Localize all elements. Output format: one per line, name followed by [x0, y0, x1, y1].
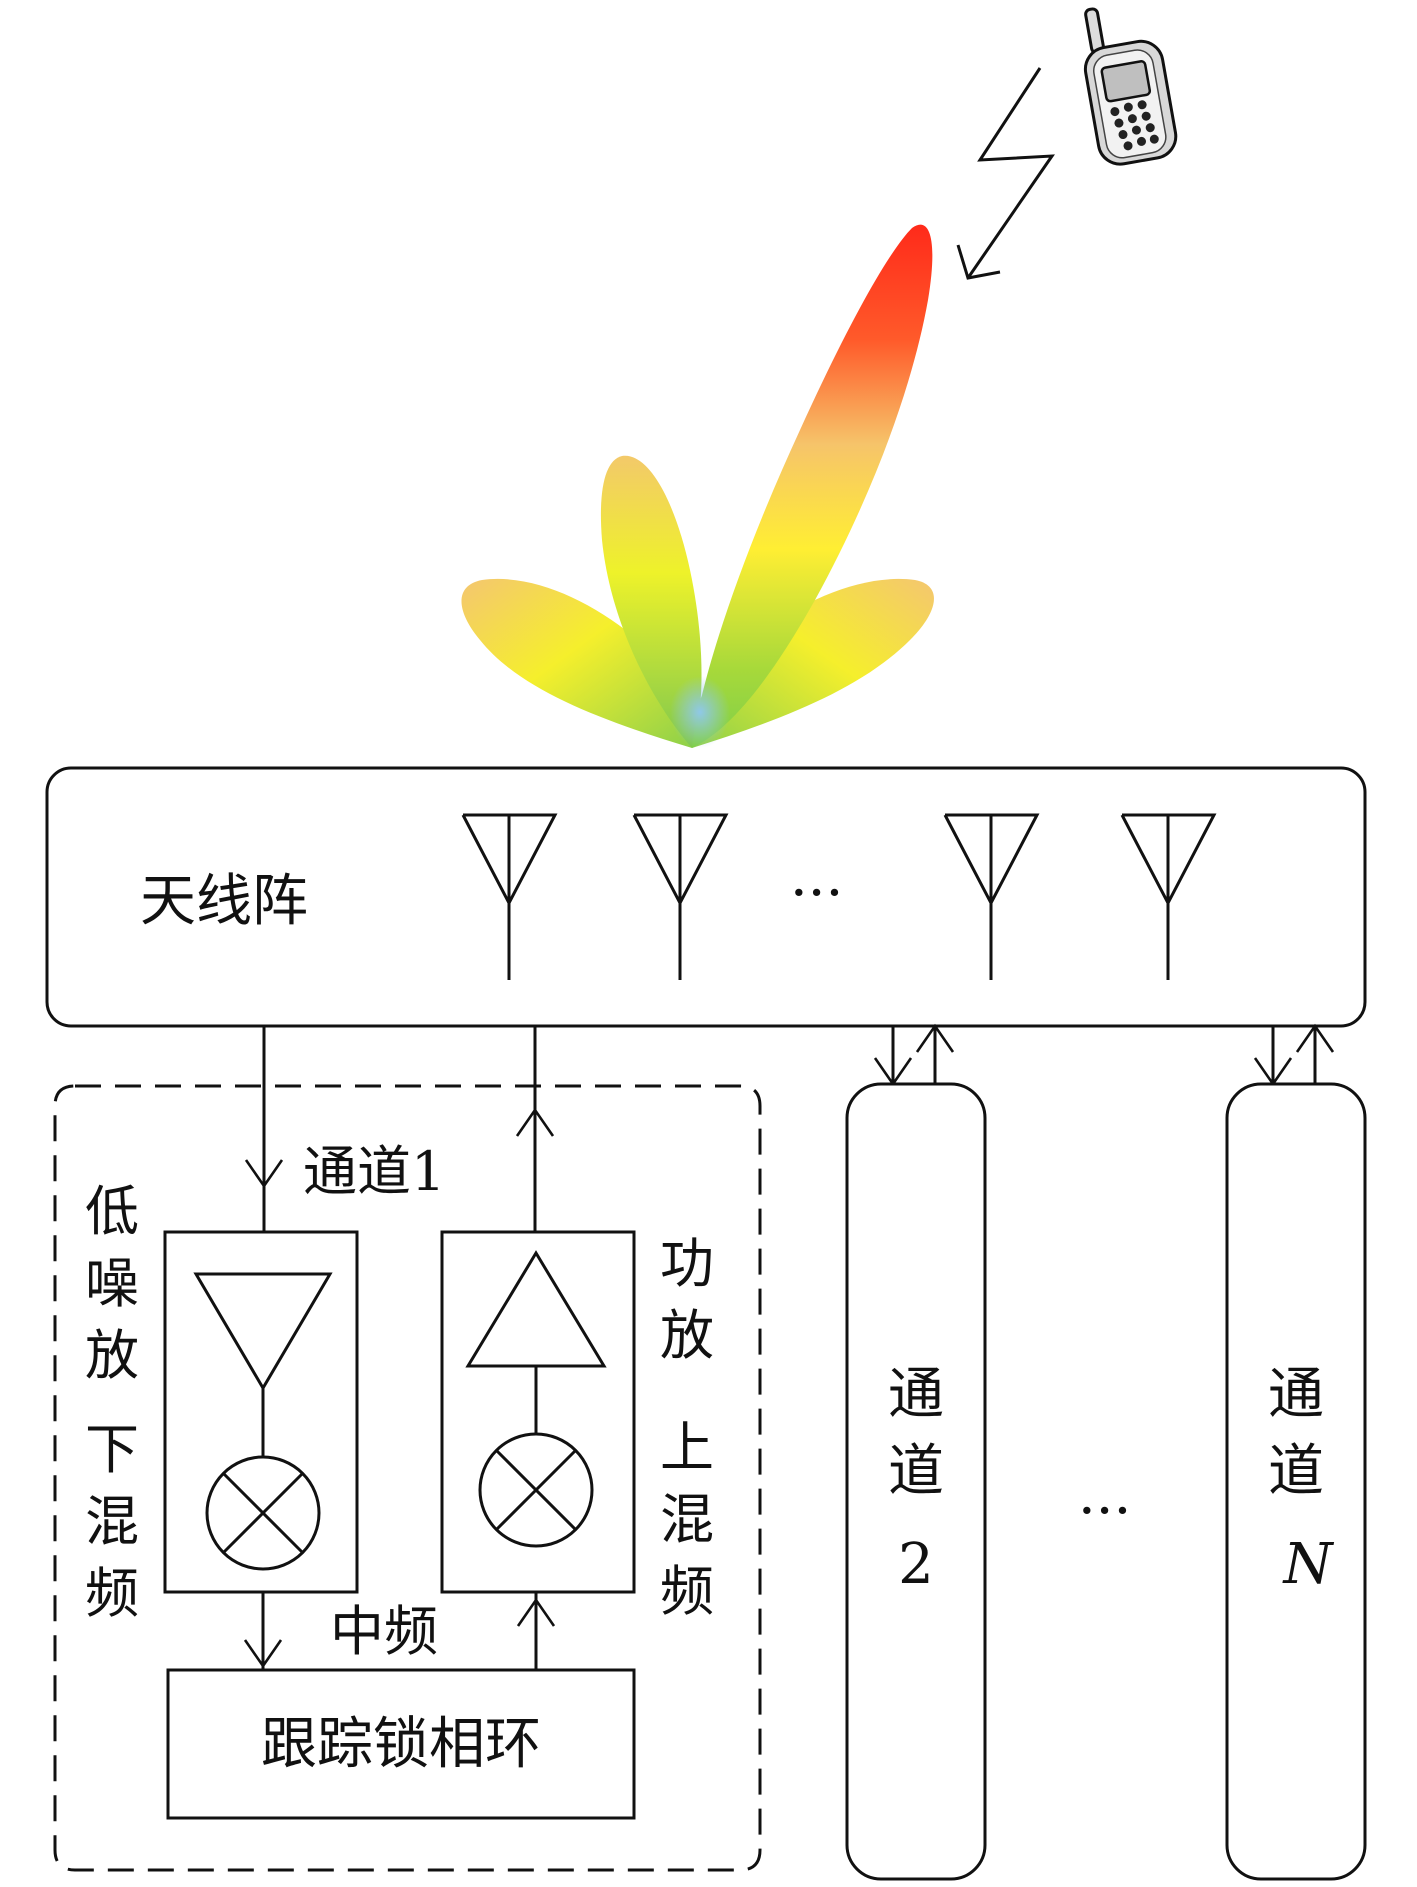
- if-label: 中频: [330, 1600, 438, 1663]
- channel2-label-line2: 道: [888, 1439, 944, 1504]
- down-mixer-label-line3: 频: [85, 1562, 139, 1625]
- lna-label-line1: 低: [85, 1180, 139, 1243]
- antenna-icon: [943, 813, 1040, 980]
- up-mixer-label-line2: 混: [660, 1488, 714, 1551]
- down-mixer-label-line1: 下: [85, 1418, 139, 1481]
- lna-label-line2: 噪: [85, 1252, 139, 1315]
- wireless-signal-bolt: [956, 67, 1055, 280]
- pll-label: 跟踪锁相环: [261, 1712, 541, 1777]
- down-mixer-icon: [205, 1455, 321, 1571]
- channelN-group: 通 道 N: [1225, 1023, 1367, 1881]
- lna-amplifier-icon: [193, 1272, 333, 1391]
- antenna-array-box: 天线阵 ···: [45, 766, 1367, 1028]
- rx-chain-box: [163, 1230, 359, 1594]
- pa-label-line1: 功: [660, 1232, 714, 1295]
- main-lobe: [692, 224, 933, 749]
- up-mixer-label-line3: 频: [660, 1560, 714, 1623]
- mobile-phone-icon: [1083, 7, 1178, 166]
- mid-lobe: [600, 455, 702, 748]
- beam-core: [670, 676, 730, 748]
- channel2-box: [845, 1082, 987, 1881]
- up-mixer-label-line1: 上: [660, 1416, 714, 1479]
- antenna-icon: [632, 813, 729, 980]
- channelN-label-line3: N: [1282, 1532, 1335, 1597]
- up-mixer-icon: [478, 1432, 594, 1548]
- channelN-box: [1225, 1082, 1367, 1881]
- side-lobe-right: [690, 578, 934, 748]
- channel1-label: 通道1: [303, 1140, 445, 1203]
- pll-box: [166, 1668, 636, 1820]
- channelN-label-line2: 道: [1268, 1439, 1324, 1504]
- radiation-pattern: [461, 224, 934, 749]
- channels-ellipsis: ···: [1078, 1479, 1131, 1544]
- channel2-group: 通 道 2: [845, 1023, 987, 1881]
- antenna-icon: [1120, 813, 1217, 980]
- down-mixer-label-line2: 混: [85, 1490, 139, 1553]
- channel1-group: 通道1 低 噪 放 下 混 频 功 放 上: [53, 1026, 762, 1872]
- antenna-ellipsis: ···: [790, 861, 843, 926]
- antenna-icon: [461, 813, 558, 980]
- side-lobe-left: [461, 578, 695, 748]
- lna-label-line3: 放: [85, 1324, 139, 1387]
- antenna-array-label: 天线阵: [140, 869, 308, 934]
- channel2-label-line1: 通: [888, 1362, 944, 1427]
- channelN-label-line1: 通: [1268, 1362, 1324, 1427]
- channel2-label-line3: 2: [898, 1532, 934, 1597]
- pa-label-line2: 放: [660, 1304, 714, 1367]
- tx-chain-box: [440, 1230, 636, 1594]
